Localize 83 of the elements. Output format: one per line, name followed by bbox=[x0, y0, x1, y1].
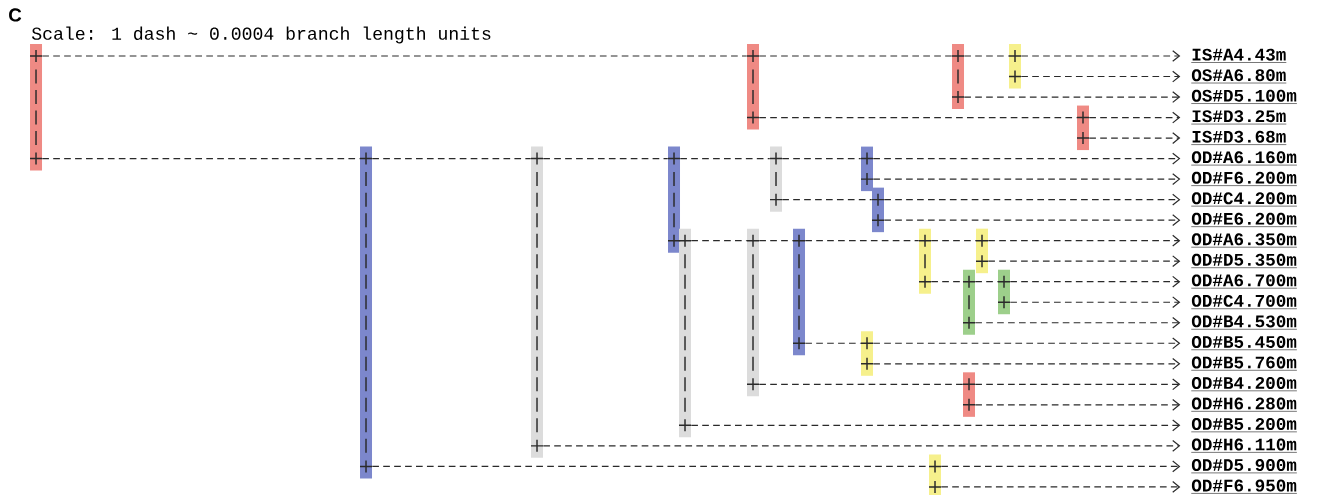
branch-line bbox=[883, 193, 1181, 206]
branch-line bbox=[974, 398, 1181, 411]
leaf-label: OD#H6.280m bbox=[1191, 397, 1298, 412]
branch-line bbox=[678, 240, 681, 242]
branch-line bbox=[974, 378, 1181, 391]
tree-node-bar bbox=[860, 146, 874, 192]
tree-node-bar bbox=[962, 372, 976, 417]
leaf-label: OD#D5.900m bbox=[1191, 459, 1298, 474]
tree-node-bar bbox=[962, 269, 976, 335]
panel-letter: C bbox=[9, 8, 22, 22]
branch-line bbox=[758, 116, 1078, 119]
branch-line bbox=[758, 55, 953, 57]
branch-line bbox=[930, 281, 964, 283]
branch-line bbox=[872, 173, 1181, 186]
leaf-label: OD#B5.760m bbox=[1191, 356, 1298, 371]
leaf-label: OD#F6.200m bbox=[1191, 171, 1298, 186]
tree-node-bar bbox=[997, 269, 1011, 315]
leaf-label: OD#B4.530m bbox=[1191, 315, 1298, 330]
branch-line bbox=[41, 55, 748, 57]
branch-line bbox=[987, 234, 1181, 247]
tree-node-bar bbox=[792, 228, 806, 356]
branch-line bbox=[974, 281, 999, 283]
branch-line bbox=[883, 214, 1181, 227]
leaf-label: OD#B5.200m bbox=[1191, 418, 1298, 433]
leaf-label: IS#D3.25m bbox=[1191, 110, 1287, 125]
branch-line bbox=[542, 158, 669, 160]
branch-line bbox=[872, 357, 1181, 370]
branch-line bbox=[758, 240, 794, 242]
branch-line bbox=[974, 316, 1181, 329]
tree-node-bar bbox=[530, 146, 544, 458]
tree-node-bar bbox=[860, 331, 874, 376]
tree-node-bar bbox=[359, 146, 373, 479]
branch-line bbox=[542, 439, 1181, 452]
tree-node-bar bbox=[928, 454, 942, 495]
tree-node-bar bbox=[678, 228, 692, 438]
branch-line bbox=[872, 337, 1181, 350]
branch-line bbox=[371, 158, 532, 160]
branch-line bbox=[930, 240, 977, 242]
leaf-label: OD#C4.700m bbox=[1191, 294, 1298, 309]
branch-line bbox=[1020, 50, 1181, 62]
tree-node-bar bbox=[746, 44, 760, 130]
tree-node-bar bbox=[746, 228, 760, 397]
tree-node-bar bbox=[1076, 105, 1090, 151]
leaf-label: OS#D5.100m bbox=[1191, 89, 1298, 104]
tree-node-bar bbox=[667, 146, 681, 253]
branch-line bbox=[781, 158, 862, 160]
branch-line bbox=[1088, 111, 1181, 124]
branch-line bbox=[690, 419, 1181, 432]
leaf-label: OD#F6.950m bbox=[1191, 479, 1298, 494]
branch-line bbox=[963, 91, 1181, 103]
leaf-label: OD#H6.110m bbox=[1191, 438, 1298, 453]
tree-node-bar bbox=[951, 44, 965, 110]
scale-note: Scale: 1 dash ~ 0.0004 branch length units bbox=[31, 26, 491, 44]
tree-node-bar bbox=[1008, 44, 1022, 89]
tree-node-bar bbox=[871, 187, 885, 233]
tree-node-bar bbox=[975, 228, 989, 274]
branch-line bbox=[872, 152, 1181, 165]
leaf-label: OD#D5.350m bbox=[1191, 253, 1298, 268]
leaf-label: OS#A6.80m bbox=[1191, 69, 1287, 84]
tree-node-bar bbox=[918, 228, 932, 294]
leaf-label: IS#D3.68m bbox=[1191, 130, 1287, 145]
branch-line bbox=[987, 255, 1181, 268]
branch-line bbox=[1088, 132, 1181, 144]
branch-line bbox=[804, 342, 862, 344]
leaf-label: OD#A6.160m bbox=[1191, 151, 1298, 166]
branch-line bbox=[940, 480, 1181, 493]
branch-line bbox=[963, 55, 1010, 57]
leaf-label: OD#C4.200m bbox=[1191, 192, 1298, 207]
branch-line bbox=[371, 465, 930, 467]
leaf-label: IS#A4.43m bbox=[1191, 48, 1287, 63]
leaf-label: OD#B5.450m bbox=[1191, 335, 1298, 351]
leaf-label: OD#B4.200m bbox=[1191, 377, 1298, 392]
tree-node-bar bbox=[769, 146, 783, 212]
branch-line bbox=[690, 240, 748, 242]
branch-line bbox=[41, 158, 361, 160]
branch-line bbox=[1009, 275, 1181, 288]
leaf-label: OD#E6.200m bbox=[1191, 212, 1298, 227]
branch-line bbox=[1009, 296, 1181, 309]
leaf-label: OD#A6.350m bbox=[1191, 233, 1298, 248]
branch-line bbox=[1020, 70, 1181, 83]
leaf-label: OD#A6.700m bbox=[1191, 274, 1298, 289]
branch-line bbox=[940, 460, 1181, 473]
tree-node-bar bbox=[29, 44, 43, 171]
